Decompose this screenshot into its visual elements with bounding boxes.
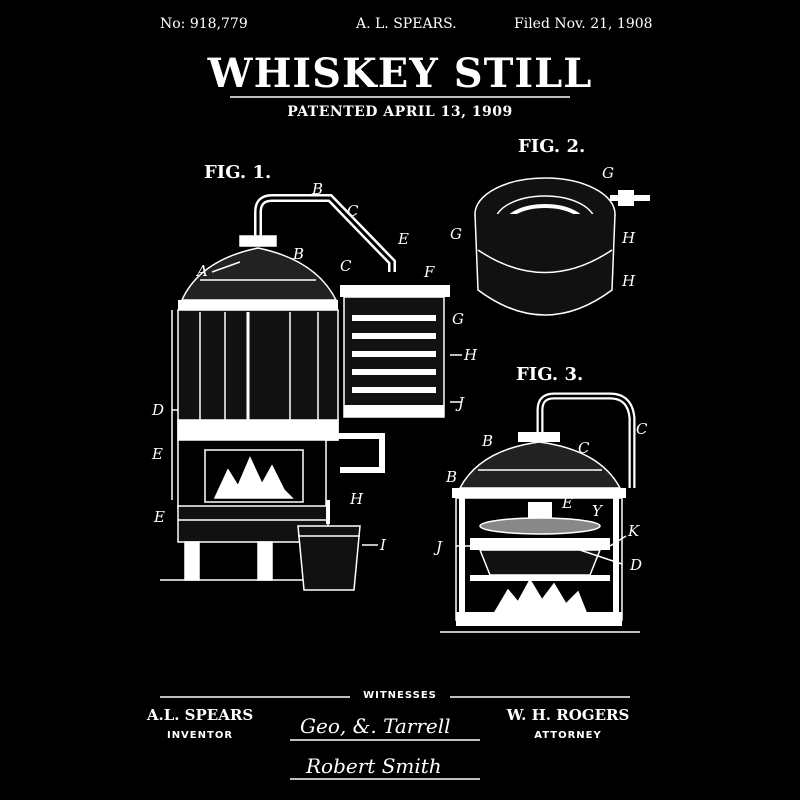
patent-number: No: 918,779 — [160, 16, 248, 32]
fig3-label: B — [446, 468, 458, 486]
fig3-label: J — [436, 538, 443, 556]
fig1-label: D — [152, 401, 165, 419]
fig3-label: B — [482, 432, 494, 450]
fig3-label: D — [630, 556, 643, 574]
fig1-label: F — [424, 263, 435, 281]
fig1-label: E — [152, 445, 163, 463]
fig1-label: G — [452, 310, 464, 328]
fig1-label: B — [312, 180, 324, 198]
fig1-label: A — [197, 262, 208, 280]
fig1-label: E — [154, 508, 165, 526]
fig1-label: C — [347, 202, 359, 220]
witnesses-label: WITNESSES — [363, 690, 437, 701]
fig3-label: Y — [592, 502, 602, 520]
fig2-label: G — [602, 164, 614, 182]
fig2-drawing — [474, 177, 650, 316]
fig1-drawing — [160, 194, 462, 591]
witness-signature-2: Robert Smith — [306, 754, 442, 778]
fig1-label: B — [293, 245, 305, 263]
page-subtitle: PATENTED APRIL 13, 1909 — [287, 104, 513, 120]
fig2-label: G — [450, 225, 462, 243]
fig1-label: I — [380, 536, 386, 554]
fig3-label: C — [578, 439, 590, 457]
fig1-label: J — [458, 394, 465, 412]
fig2-title: FIG. 2. — [518, 136, 586, 157]
fig3-drawing — [440, 392, 640, 633]
fig1-label: H — [350, 490, 364, 508]
fig3-title: FIG. 3. — [516, 364, 584, 385]
inventor-role: INVENTOR — [166, 730, 234, 741]
fig3-label: E — [562, 494, 573, 512]
fig2-label: H — [622, 272, 636, 290]
witness-signature-1: Geo, &. Tarrell — [300, 714, 451, 738]
fig3-label: K — [628, 522, 640, 540]
fig1-label: H — [464, 346, 478, 364]
fig2-label: H — [622, 229, 636, 247]
attorney-role: ATTORNEY — [534, 730, 602, 741]
inventor-name: A.L. SPEARS — [146, 706, 254, 724]
fig3-label: C — [636, 420, 648, 438]
attorney-name: W. H. ROGERS — [506, 706, 630, 724]
fig1-title: FIG. 1. — [204, 162, 272, 183]
fig1-label: C — [340, 257, 352, 275]
filed-date: Filed Nov. 21, 1908 — [514, 16, 653, 32]
inventor-header: A. L. SPEARS. — [356, 16, 457, 32]
page-title: WHISKEY STILL — [207, 50, 593, 97]
fig1-label: E — [398, 230, 409, 248]
